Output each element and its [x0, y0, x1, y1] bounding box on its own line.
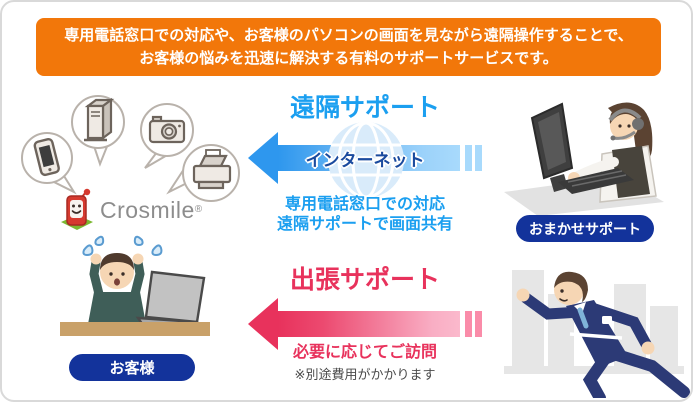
- operator-badge: おまかせサポート: [516, 215, 654, 242]
- arrow-dash: [465, 145, 472, 171]
- operator-badge-label: おまかせサポート: [529, 220, 641, 237]
- remote-desc-line2: 遠隔サポートで画面共有: [276, 216, 453, 233]
- intro-banner-line2: お客様の悩みを迅速に解決する有料のサポートサービスです。: [139, 50, 558, 67]
- remote-support-description: 専用電話窓口での対応 遠隔サポートで画面共有: [260, 195, 470, 235]
- intro-banner-line1: 専用電話窓口での対応や、お客様のパソコンの画面を見ながら遠隔操作することで、: [64, 27, 633, 44]
- arrow-body: [278, 311, 460, 337]
- remote-support-title: 遠隔サポート: [289, 94, 440, 122]
- camera-icon: [148, 115, 186, 144]
- crosmile-logo-text: Crosmile: [100, 196, 195, 223]
- globe-icon: [328, 121, 404, 199]
- device-bubbles-illustration: [21, 95, 240, 202]
- smartphone-icon: [33, 138, 60, 177]
- arrow-dash: [475, 145, 482, 171]
- internet-label: インターネット: [305, 151, 425, 170]
- customer-illustration: [60, 235, 210, 336]
- crosmile-mascot-icon: [61, 188, 93, 230]
- customer-badge: お客様: [69, 354, 195, 381]
- operator-illustration: [504, 102, 664, 216]
- onsite-support-note: ※別途費用がかかります: [294, 367, 436, 382]
- printer-icon: [192, 149, 232, 190]
- arrow-dash: [475, 311, 482, 337]
- arrow-head-left-icon: [248, 132, 278, 184]
- intro-banner: 専用電話窓口での対応や、お客様のパソコンの画面を見ながら遠隔操作することで、 お…: [36, 18, 661, 76]
- technician-illustration: [504, 270, 690, 398]
- desktop-tower-icon: [84, 97, 115, 142]
- arrow-head-left-icon: [248, 298, 278, 350]
- onsite-support-arrow: [248, 298, 482, 350]
- registered-mark: ®: [194, 204, 203, 215]
- arrow-dash: [465, 311, 472, 337]
- onsite-support-description: 必要に応じてご訪問: [292, 344, 437, 361]
- onsite-support-title: 出張サポート: [289, 266, 440, 294]
- crosmile-logo: Crosmile ®: [58, 188, 202, 232]
- customer-badge-label: お客様: [109, 360, 155, 377]
- remote-desc-line1: 専用電話窓口での対応: [284, 196, 445, 213]
